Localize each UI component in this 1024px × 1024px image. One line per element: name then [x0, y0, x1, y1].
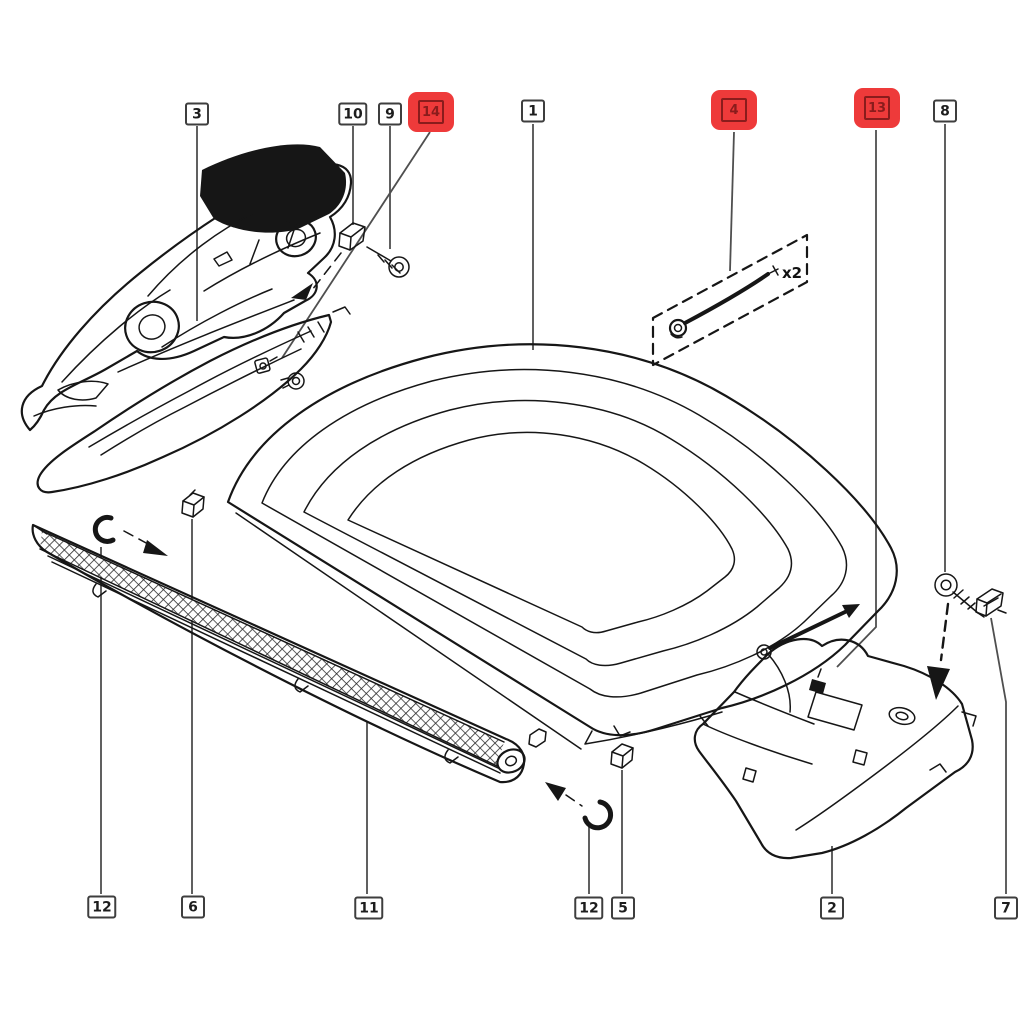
quantity-note: x2 [781, 264, 803, 282]
callout-2[interactable]: 2 [820, 896, 844, 920]
part-12-clip-right [545, 782, 614, 831]
callout-6[interactable]: 6 [181, 895, 205, 919]
part-9-screw [366, 246, 410, 278]
rear-shelf-shaded-area [200, 144, 347, 233]
callout-14-highlighted[interactable]: 14 [408, 92, 454, 132]
part-8-screw [934, 573, 985, 618]
callout-4-highlighted[interactable]: 4 [711, 90, 757, 130]
part-14-fastener-screw [254, 356, 305, 390]
leader-lines [100, 124, 1007, 894]
callout-10[interactable]: 10 [338, 102, 368, 126]
part-3-left-trim-panel [36, 306, 351, 494]
callout-13-highlighted[interactable]: 13 [854, 88, 900, 128]
assembly-arrow-clip10 [291, 252, 342, 300]
car-wheels [124, 218, 317, 354]
part-11-roller-blind [31, 523, 526, 784]
assembly-arrow-screw8 [927, 602, 950, 700]
car-illustration [20, 144, 353, 432]
part-7-clip [975, 588, 1007, 617]
part-1-parcel-shelf [226, 343, 898, 750]
callout-12-left[interactable]: 12 [87, 895, 117, 919]
part-5-clip [610, 743, 634, 769]
callout-11[interactable]: 11 [354, 896, 384, 920]
callout-3[interactable]: 3 [185, 102, 209, 126]
callout-8[interactable]: 8 [933, 99, 957, 123]
part-12-clip-left [92, 514, 168, 556]
callout-7[interactable]: 7 [994, 896, 1018, 920]
callout-9[interactable]: 9 [378, 102, 402, 126]
callout-12-right[interactable]: 12 [574, 896, 604, 920]
part-4-string-kit [651, 233, 809, 367]
part-10-clip [338, 222, 366, 251]
part-2-right-side-trim [693, 638, 977, 860]
callout-1[interactable]: 1 [521, 99, 545, 123]
part-6-clip [181, 489, 205, 518]
callout-5[interactable]: 5 [611, 896, 635, 920]
